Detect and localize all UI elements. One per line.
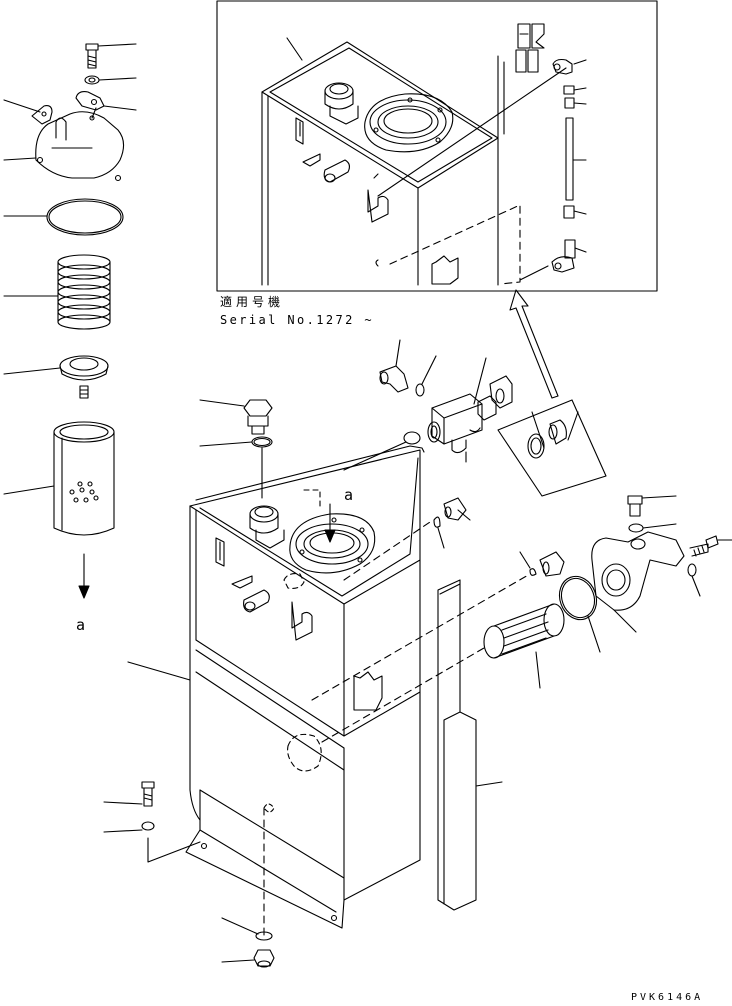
valve-assembly — [343, 339, 513, 471]
hydraulic-tank — [127, 445, 425, 937]
serial-range-label: Serial No.1272 ~ — [220, 313, 374, 327]
return-cover — [591, 531, 685, 633]
inset-piping — [497, 23, 576, 281]
applicable-model-label: 適用号機 — [220, 295, 285, 309]
inset-filler-neck — [324, 82, 359, 125]
fitting-detail-box — [497, 399, 607, 497]
spring — [57, 254, 111, 330]
tank-flange — [289, 513, 376, 574]
filter-element — [53, 421, 115, 536]
right-side-parts — [311, 289, 732, 911]
tank-filler-neck — [249, 505, 285, 549]
drawing-code: PVK6146A — [631, 992, 704, 1003]
level-gauge-bar — [437, 579, 503, 911]
inset-frame — [216, 0, 658, 292]
view-ref-a-left: a — [76, 616, 86, 634]
strainer — [321, 603, 565, 743]
filter-stack-exploded — [3, 43, 137, 599]
inset-detail-view — [216, 0, 658, 292]
bottom-fasteners — [103, 781, 275, 968]
tank-top-parts — [199, 399, 273, 499]
inset-tank-outline — [261, 41, 499, 286]
view-ref-a-center: a — [344, 486, 354, 504]
arrow-to-inset — [509, 289, 559, 399]
inset-flange-plate — [364, 93, 454, 153]
